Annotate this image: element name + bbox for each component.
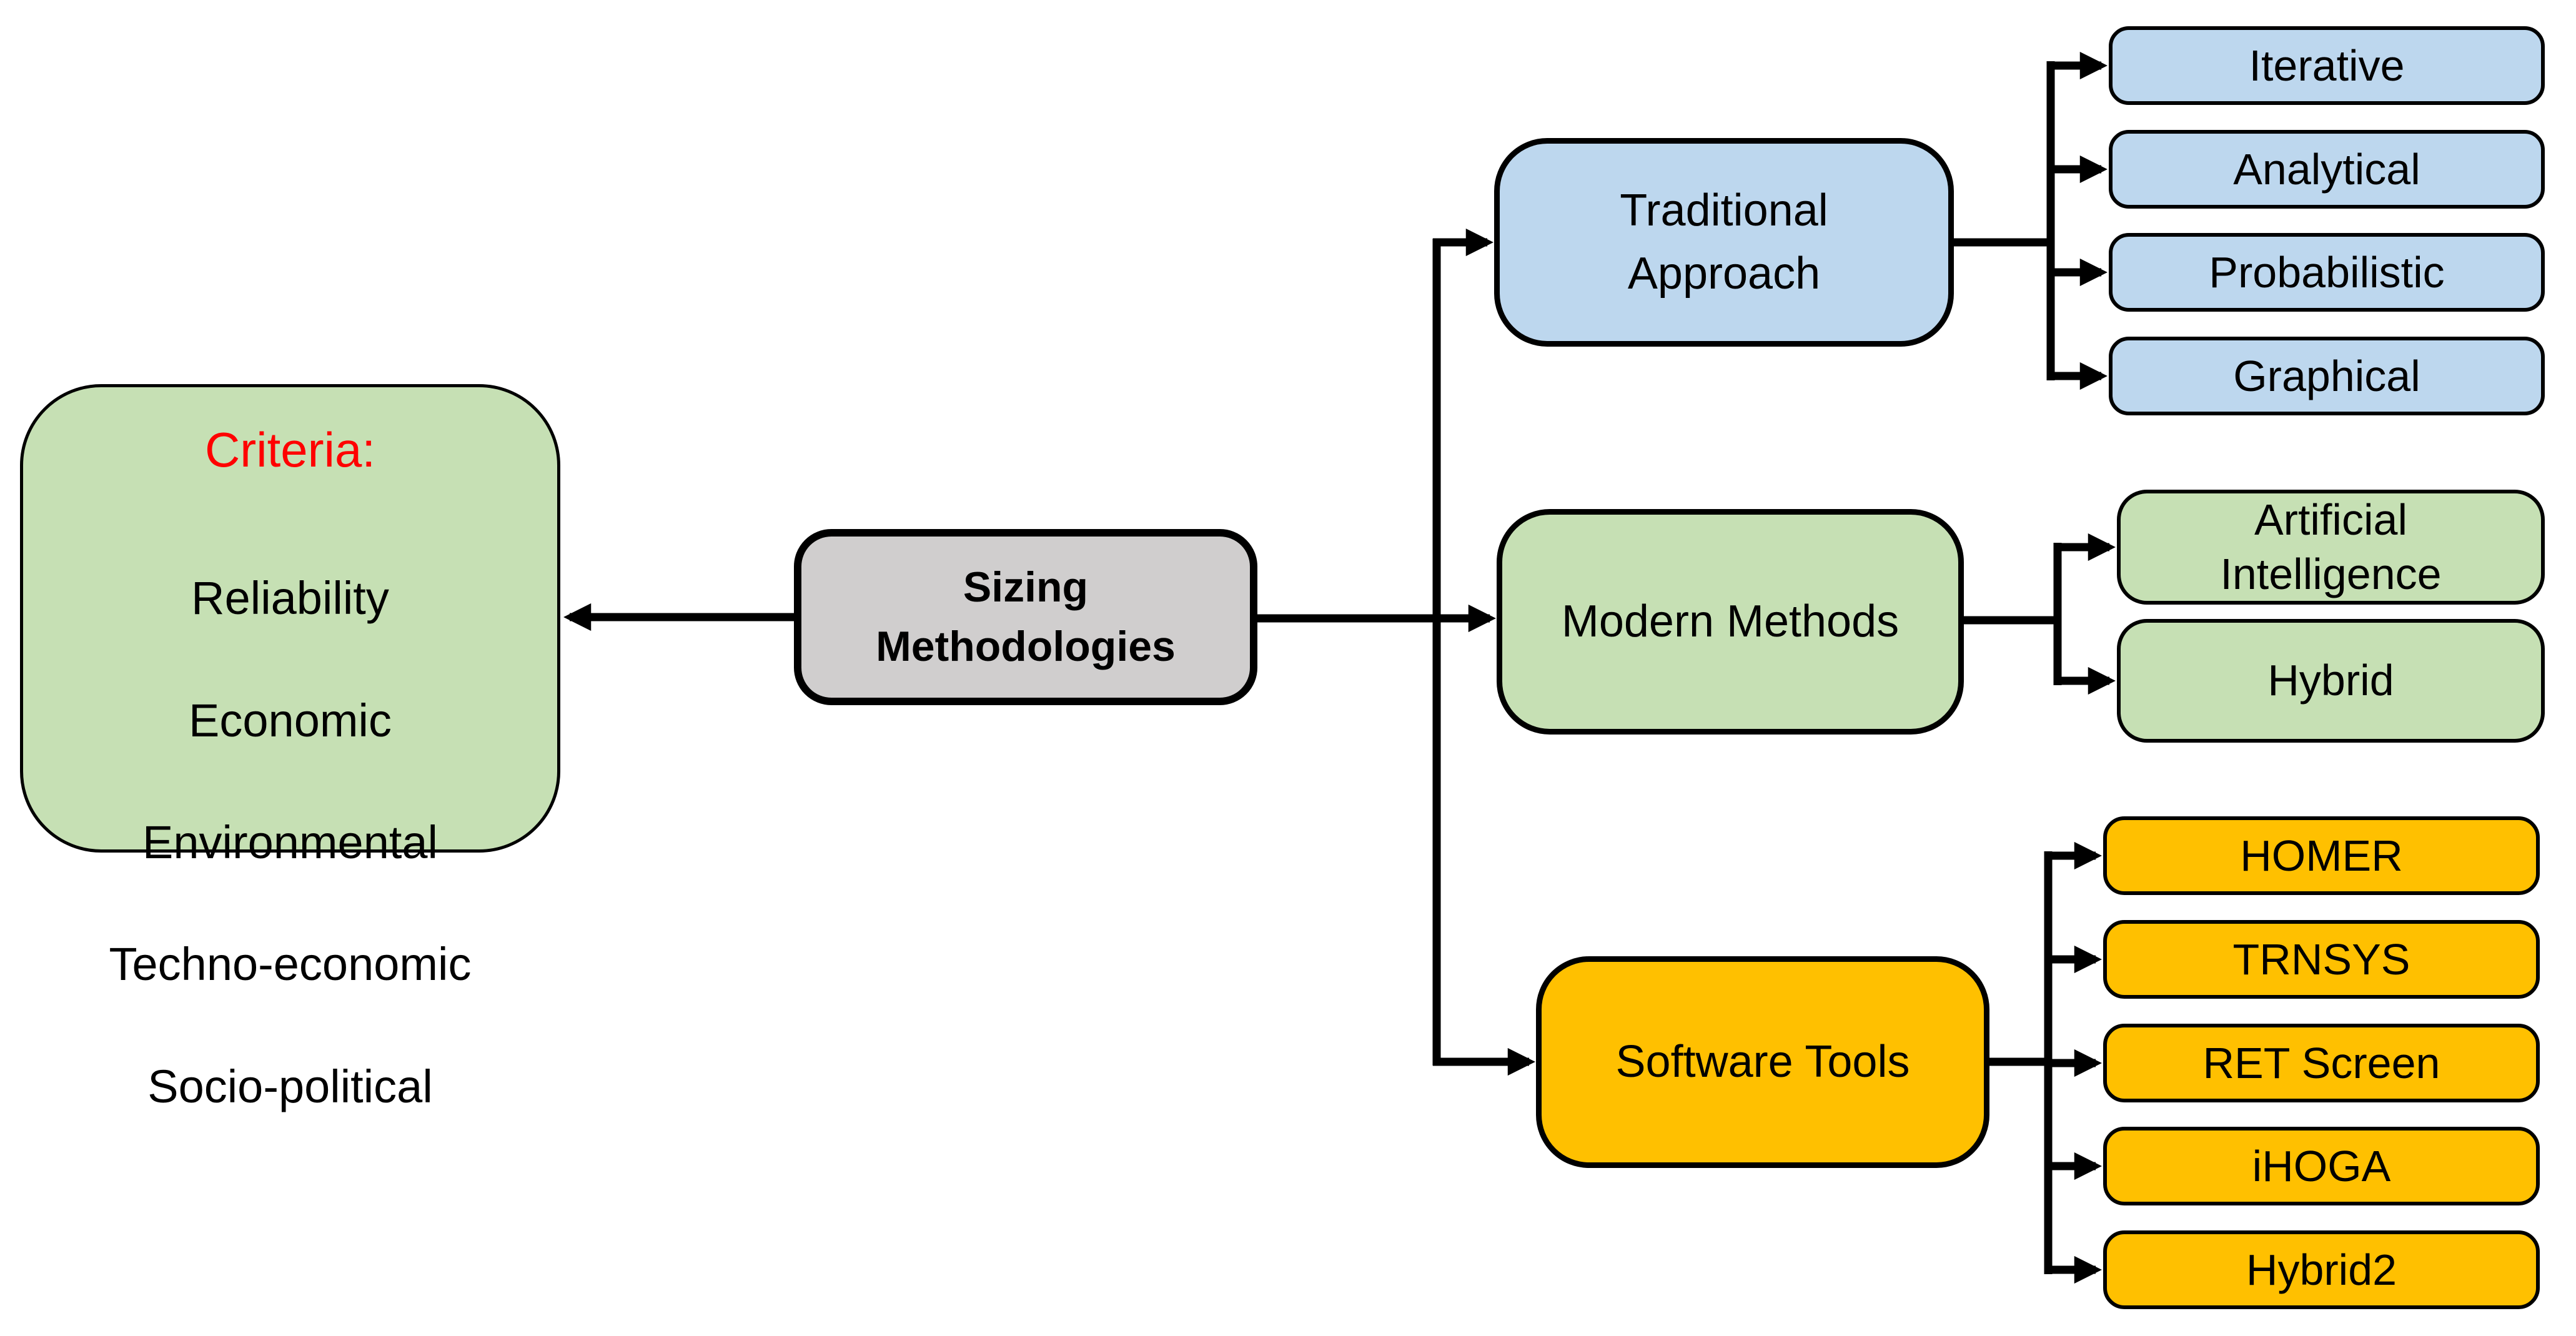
connectors [563, 51, 2116, 1284]
criteria-item-techno-economic: Techno-economic [109, 938, 472, 991]
criteria-item-environmental: Environmental [142, 816, 438, 868]
iterative-node: Iterative [2109, 26, 2545, 105]
analytical-node: Analytical [2109, 130, 2545, 209]
probabilistic-node: Probabilistic [2109, 233, 2545, 312]
ret-screen-node: RET Screen [2103, 1024, 2540, 1102]
graphical-node: Graphical [2109, 337, 2545, 415]
modern-methods-node: Modern Methods [1497, 509, 1964, 735]
ihoga-node: iHOGA [2103, 1127, 2540, 1205]
criteria-item-socio-political: Socio-political [147, 1060, 433, 1112]
criteria-item-reliability: Reliability [191, 572, 389, 625]
criteria-box: Criteria: Reliability Economic Environme… [20, 384, 560, 1112]
hybrid-node: Hybrid [2117, 619, 2545, 743]
homer-node: HOMER [2103, 816, 2540, 895]
software-tools-node: Software Tools [1536, 956, 1989, 1168]
sizing-methodologies-node: Sizing Methodologies [794, 529, 1257, 705]
hybrid2-node: Hybrid2 [2103, 1230, 2540, 1309]
criteria-title: Criteria: [204, 422, 376, 477]
criteria-items: Reliability Economic Environmental Techn… [109, 507, 472, 1178]
traditional-approach-node: Traditional Approach [1494, 138, 1954, 347]
artificial-intelligence-node: Artificial Intelligence [2117, 490, 2545, 605]
criteria-item-economic: Economic [189, 694, 392, 746]
trnsys-node: TRNSYS [2103, 920, 2540, 999]
